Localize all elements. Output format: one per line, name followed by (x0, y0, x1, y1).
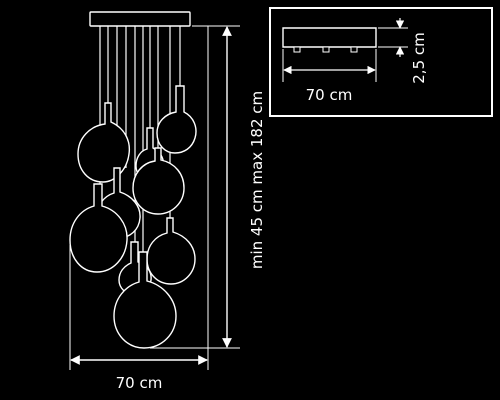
glass-globe (77, 102, 131, 183)
height-label: min 45 cm max 182 cm (248, 91, 266, 269)
inset-frame (269, 7, 493, 117)
canopy-width-label: 70 cm (306, 86, 353, 104)
ceiling-canopy (89, 11, 191, 27)
width-dimension: 70 cm (69, 26, 209, 392)
width-label: 70 cm (116, 374, 163, 392)
height-dimension: min 45 cm max 182 cm (150, 25, 266, 349)
chandelier (69, 11, 197, 349)
glass-globe (113, 251, 177, 349)
canopy-height-label: 2,5 cm (410, 32, 428, 83)
glass-globe (146, 217, 196, 285)
canopy-body (282, 27, 377, 48)
glass-globe (132, 147, 185, 215)
glass-globe (156, 85, 197, 154)
canopy-detail-inset: 2,5 cm 70 cm (269, 7, 493, 117)
glass-globe (69, 183, 128, 273)
